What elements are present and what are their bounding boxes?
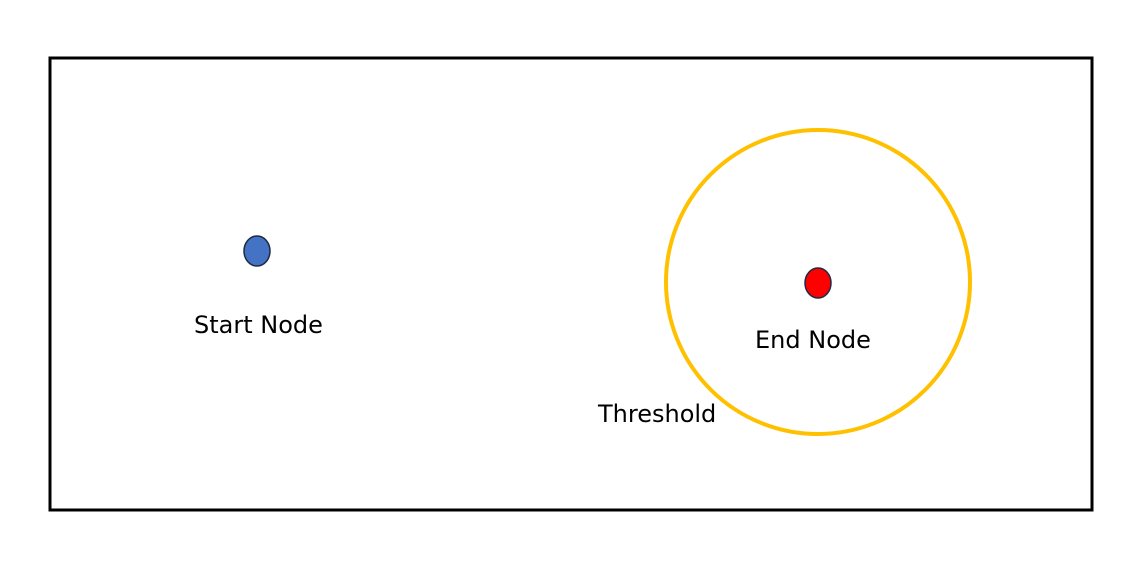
threshold-label: Threshold: [597, 400, 716, 428]
end-node-label: End Node: [755, 326, 871, 354]
start-node: [243, 235, 271, 267]
threshold-circle: [664, 128, 972, 436]
diagram-frame: [48, 56, 1094, 512]
start-node-label: Start Node: [194, 311, 323, 339]
end-node: [804, 267, 832, 299]
